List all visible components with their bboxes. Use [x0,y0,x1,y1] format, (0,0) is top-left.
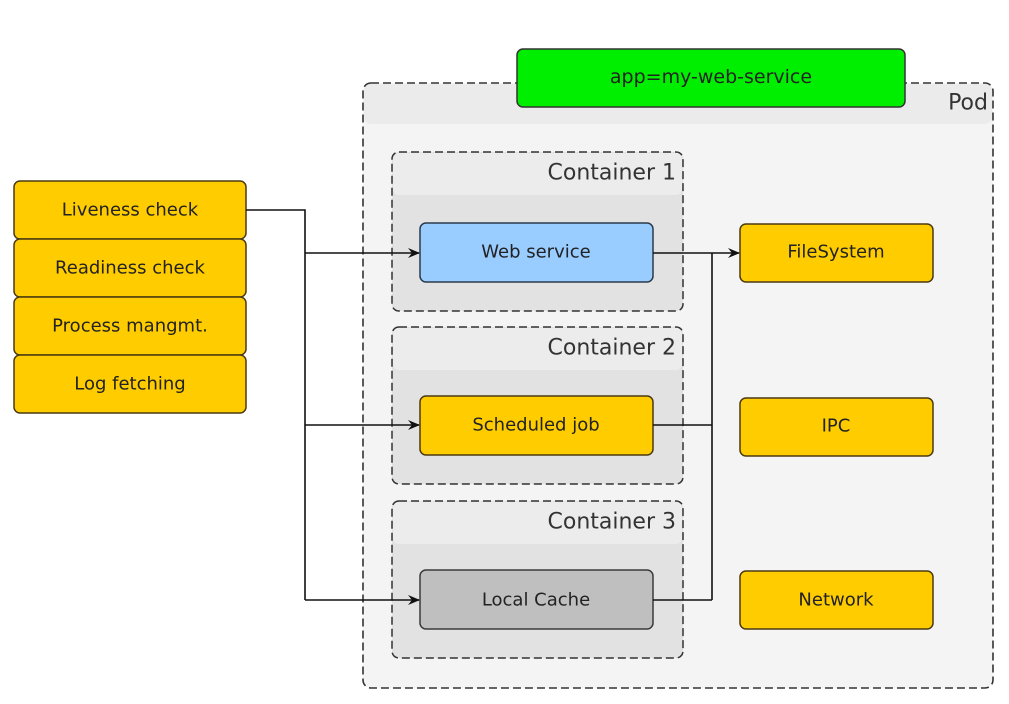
selector-label-box: app=my-web-service [516,48,906,108]
kubelet-connectors [246,209,420,605]
function-label: Process mangmt. [52,316,208,337]
function-liveness-check: Liveness check [13,180,247,240]
container-title: Container 3 [548,510,677,535]
resource-filesystem: FileSystem [739,223,934,283]
function-log-fetching: Log fetching [13,354,247,414]
function-process-management: Process mangmt. [13,296,247,356]
process-label: Local Cache [482,590,590,611]
connector-trunk-left [246,209,306,600]
container-title: Container 2 [548,336,677,361]
function-label: Readiness check [55,258,205,279]
resource-connectors [653,248,740,601]
pod-label: Pod [948,91,988,116]
kubelet-functions: Liveness check Readiness check Process m… [13,180,247,414]
selector-label: app=my-web-service [610,66,812,88]
function-readiness-check: Readiness check [13,238,247,298]
process-label: Web service [481,242,590,263]
container-2: Container 2 Scheduled job [391,326,684,485]
function-label: Liveness check [62,200,199,221]
container-3: Container 3 Local Cache [391,500,684,659]
container-title: Container 1 [548,161,677,186]
resource-label: FileSystem [787,242,884,263]
resource-label: Network [798,590,874,611]
container-1: Container 1 Web service [391,151,684,312]
process-label: Scheduled job [472,415,599,436]
function-label: Log fetching [74,374,185,395]
resource-network: Network [739,570,934,630]
resource-ipc: IPC [739,397,934,457]
resource-label: IPC [822,416,851,437]
